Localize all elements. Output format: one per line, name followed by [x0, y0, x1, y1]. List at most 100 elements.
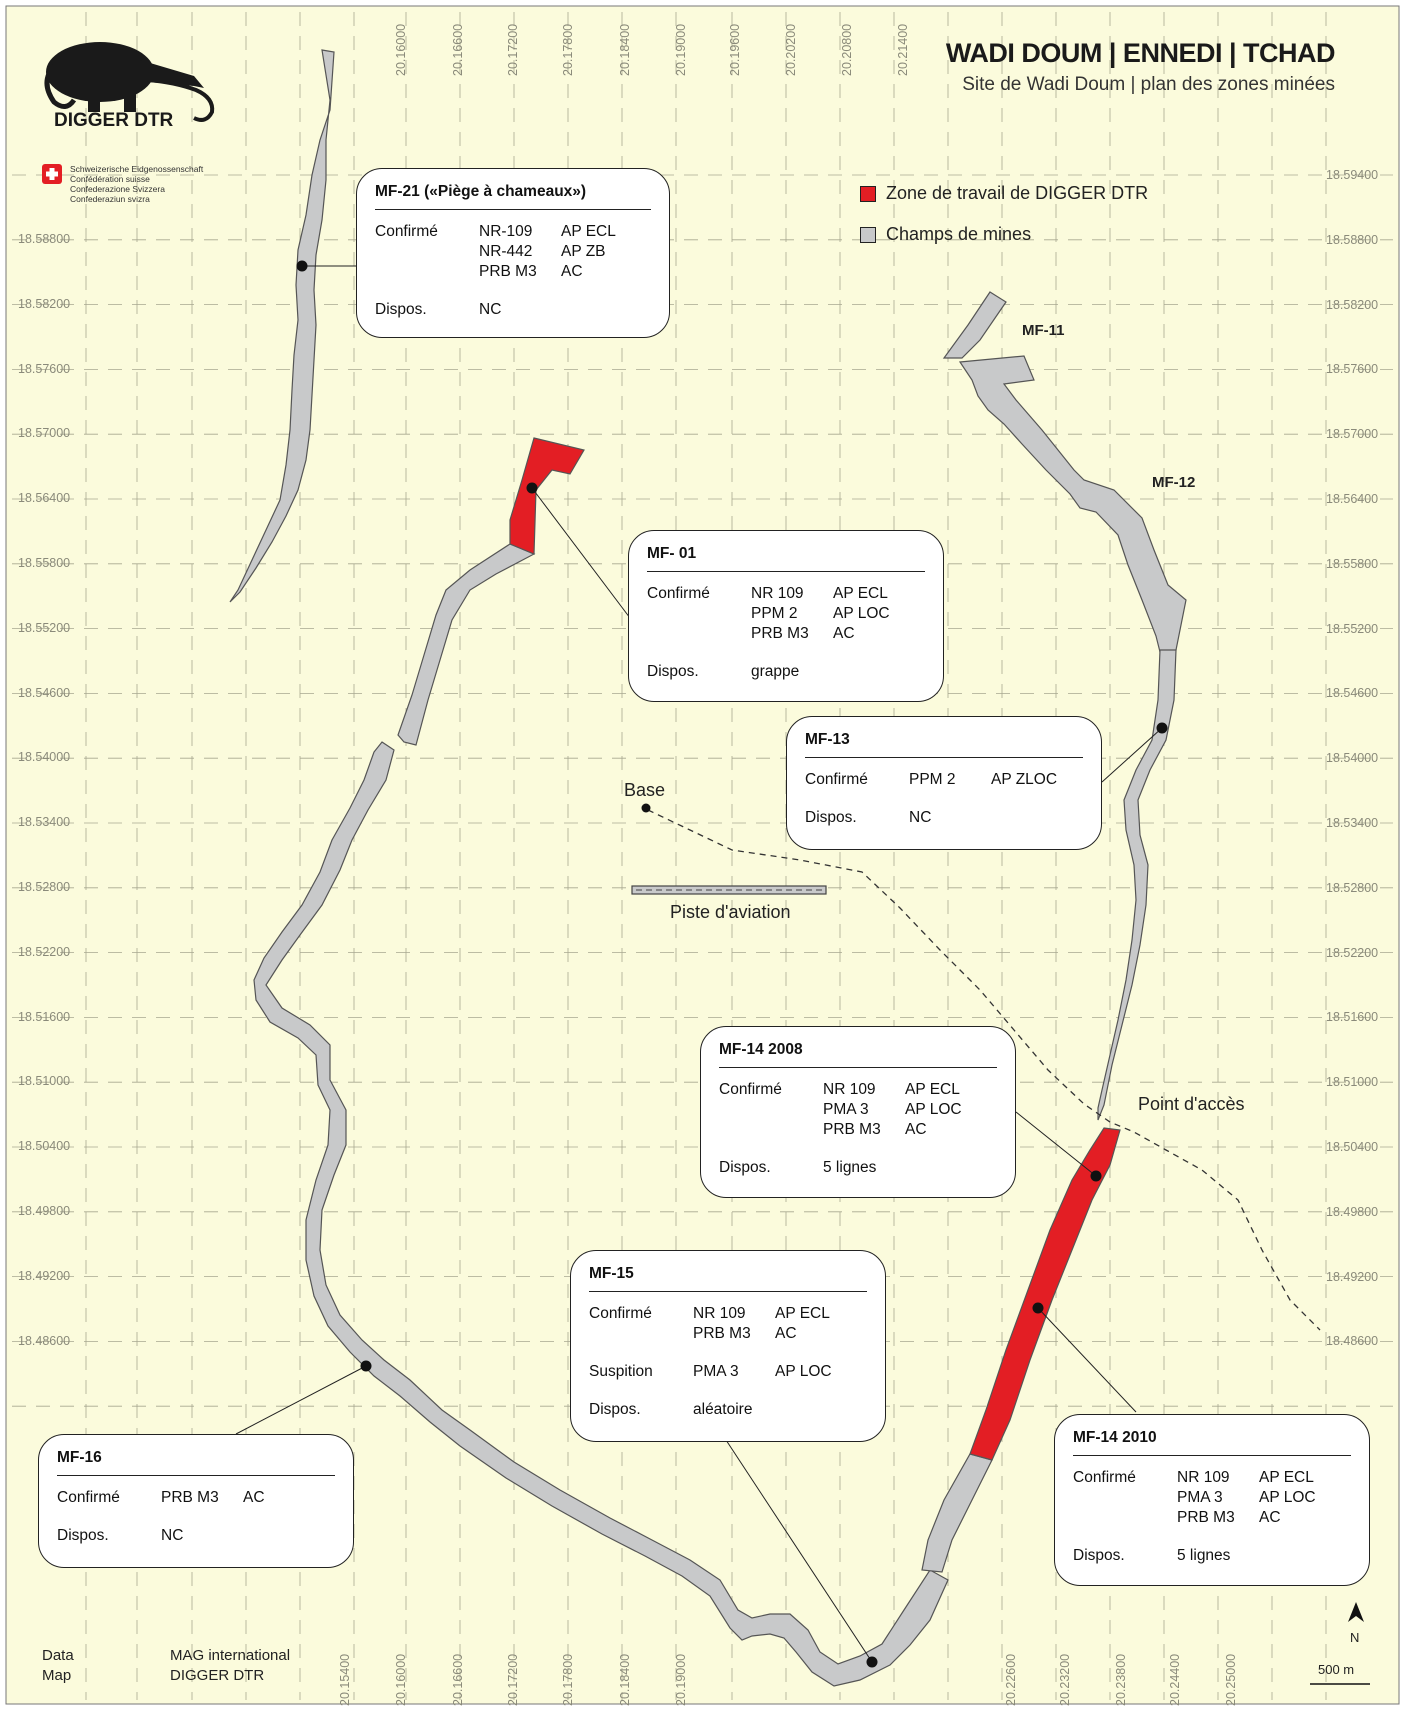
- footer-map-value: DIGGER DTR: [170, 1667, 265, 1684]
- label-mf11: MF-11: [1022, 322, 1065, 339]
- info-box-title: MF-14 2010: [1073, 1429, 1351, 1456]
- spacer: [719, 1140, 997, 1158]
- spacer: [1073, 1528, 1351, 1546]
- work-zone-mf01: [509, 437, 585, 555]
- info-box-cell: AC: [1259, 1509, 1281, 1526]
- map-title: WADI DOUM | ENNEDI | TCHAD: [945, 38, 1336, 68]
- info-box-cell: NR 109: [693, 1305, 746, 1322]
- info-box-cell: NR 109: [823, 1081, 876, 1098]
- swiss-line: Confédération suisse: [70, 174, 150, 184]
- info-box-cell: [905, 1158, 997, 1178]
- bottom-tick-label: 20.15400: [338, 1653, 352, 1706]
- marker-mf01: [526, 482, 538, 494]
- info-box-cell: NC: [161, 1527, 184, 1544]
- info-box-cell: Confirmé: [647, 585, 710, 602]
- left-tick-label: 18.50400: [18, 1139, 71, 1154]
- info-box-cell: Confirmé: [1073, 1469, 1136, 1486]
- right-tick-label: 18.48600: [1326, 1334, 1379, 1349]
- info-box-cell: AP LOC: [833, 605, 890, 622]
- left-tick-label: 18.58800: [18, 232, 71, 246]
- info-box-cell: AC: [833, 625, 855, 642]
- scale-label: 500 m: [1318, 1662, 1355, 1677]
- marker-mf13: [1156, 722, 1168, 734]
- info-box-cell: [561, 300, 651, 320]
- info-box-cell: AP ZLOC: [991, 771, 1058, 788]
- leader-mf15: [725, 1439, 873, 1663]
- bottom-tick-label: 20.25000: [1224, 1653, 1238, 1706]
- info-box-cell: Confirmé: [589, 1305, 652, 1322]
- info-box-cell: NC: [909, 809, 932, 826]
- info-box-cell: NC: [479, 301, 502, 318]
- top-tick-label: 20.17800: [561, 23, 575, 76]
- label-mf12: MF-12: [1152, 474, 1196, 491]
- top-tick-label: 20.19000: [674, 23, 688, 76]
- coordinate-grid: [12, 12, 1393, 1700]
- footer-labels: Data Map: [42, 1646, 74, 1686]
- swiss-line: Schweizerische Eidgenossenschaft: [70, 164, 204, 174]
- logo-name: DIGGER DTR: [54, 110, 174, 131]
- right-tick-label: 18.52800: [1326, 880, 1379, 895]
- right-tick-label: 18.49200: [1326, 1269, 1379, 1284]
- info-box-cell: [991, 808, 1083, 828]
- bottom-tick-label: 20.17200: [506, 1653, 520, 1706]
- right-tick-label: 18.55800: [1326, 556, 1379, 571]
- info-box-cell: [833, 662, 925, 682]
- info-box-title: MF-21 («Piège à chameaux»): [375, 183, 651, 210]
- right-tick-label: 18.55200: [1326, 621, 1379, 636]
- top-tick-label: 20.16600: [451, 23, 465, 76]
- info-box-cell: PMA 3: [1177, 1489, 1223, 1506]
- right-tick-label: 18.57600: [1326, 362, 1379, 377]
- legend-label: Champs de mines: [886, 224, 1032, 244]
- top-tick-label: 20.20800: [840, 23, 854, 76]
- info-box-title: MF-16: [57, 1449, 335, 1476]
- right-tick-label: 18.56400: [1326, 492, 1379, 506]
- info-box-cell: Confirmé: [375, 223, 438, 240]
- bottom-tick-label: 20.16600: [451, 1653, 465, 1706]
- top-tick-label: 20.20200: [784, 23, 798, 76]
- info-box-cell: grappe: [751, 663, 800, 680]
- info-box-title: MF-13: [805, 731, 1083, 758]
- bottom-tick-label: 20.19000: [674, 1653, 688, 1706]
- right-tick-label: 18.58200: [1326, 297, 1379, 312]
- left-tick-label: 18.54000: [18, 750, 71, 765]
- work-zone-mf14: [969, 1127, 1121, 1461]
- info-box-cell: [243, 1526, 335, 1546]
- footer-map-label: Map: [42, 1667, 72, 1684]
- info-box-cell: [647, 604, 751, 624]
- marker-mf21: [296, 260, 308, 272]
- left-tick-label: 18.49800: [18, 1204, 71, 1218]
- minefield-mf11: [942, 291, 1007, 359]
- info-box-cell: Dispos.: [719, 1159, 771, 1176]
- info-box-cell: Dispos.: [589, 1401, 641, 1418]
- footer-data-value: MAG international: [170, 1647, 291, 1664]
- info-box-cell: 5 lignes: [823, 1159, 877, 1176]
- swiss-confederation: Schweizerische Eidgenossenschaft Confédé…: [64, 164, 203, 204]
- info-box-cell: PPM 2: [909, 771, 956, 788]
- bottom-tick-label: 20.24400: [1168, 1653, 1182, 1706]
- info-box-cell: Dispos.: [647, 663, 699, 680]
- left-tick-label: 18.51600: [18, 1009, 71, 1024]
- minefield-mf13: [1097, 649, 1177, 1121]
- footer-values: MAG international DIGGER DTR: [170, 1646, 290, 1686]
- left-tick-label: 18.54600: [18, 685, 71, 700]
- left-tick-label: 18.48600: [18, 1333, 71, 1348]
- right-tick-label: 18.49800: [1326, 1204, 1379, 1219]
- info-box-cell: AP LOC: [775, 1363, 832, 1380]
- info-box-cell: Confirmé: [57, 1489, 120, 1506]
- bottom-tick-label: 20.16000: [394, 1653, 408, 1706]
- info-box-cell: PRB M3: [1177, 1509, 1235, 1526]
- top-tick-label: 20.21400: [896, 23, 910, 76]
- info-box-cell: AP ECL: [833, 585, 888, 602]
- label-base: Base: [624, 780, 666, 800]
- legend-item-work-zone: Zone de travail de DIGGER DTR: [860, 183, 1148, 204]
- info-box-cell: PRB M3: [823, 1121, 881, 1138]
- left-tick-label: 18.56400: [18, 491, 71, 506]
- info-box-title: MF- 01: [647, 545, 925, 572]
- legend-item-minefield: Champs de mines: [860, 224, 1031, 245]
